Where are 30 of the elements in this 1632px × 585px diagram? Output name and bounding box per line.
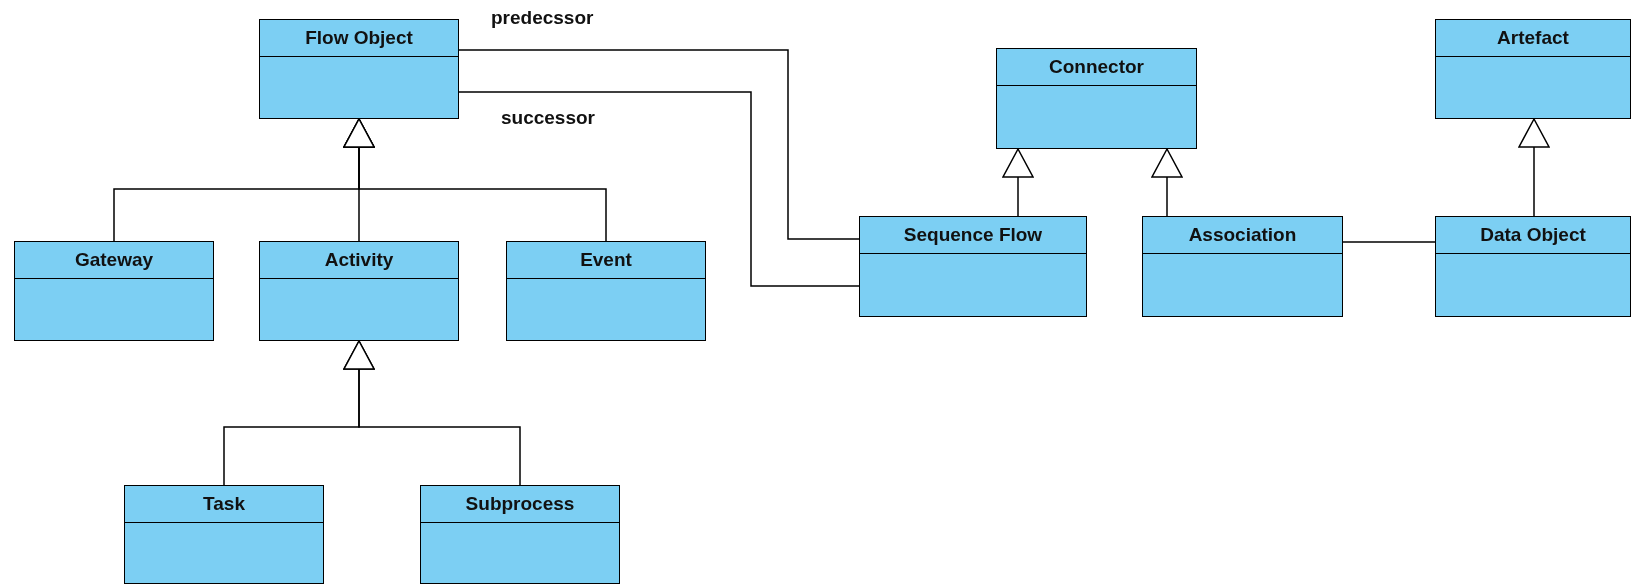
class-box bbox=[1142, 216, 1343, 317]
class-box bbox=[259, 241, 459, 341]
association-line bbox=[1342, 241, 1436, 243]
class-name: Artefact bbox=[1436, 20, 1630, 57]
class-box bbox=[506, 241, 706, 341]
class-box bbox=[124, 485, 324, 584]
class-name: Task bbox=[125, 486, 323, 523]
generalization-arrow bbox=[343, 340, 521, 486]
class-name: Data Object bbox=[1436, 217, 1630, 254]
class-box bbox=[259, 19, 459, 119]
class-name: Gateway bbox=[15, 242, 213, 279]
class-box bbox=[14, 241, 214, 341]
class-box bbox=[996, 48, 1197, 149]
generalization-arrow bbox=[1002, 148, 1034, 217]
association-line bbox=[458, 49, 860, 240]
class-box bbox=[859, 216, 1087, 317]
class-name: Sequence Flow bbox=[860, 217, 1086, 254]
association-line bbox=[458, 91, 860, 287]
class-box bbox=[420, 485, 620, 584]
class-name: Association bbox=[1143, 217, 1342, 254]
class-name: Flow Object bbox=[260, 20, 458, 57]
class-name: Connector bbox=[997, 49, 1196, 86]
class-name: Subprocess bbox=[421, 486, 619, 523]
generalization-arrow bbox=[1518, 118, 1550, 217]
class-box bbox=[1435, 216, 1631, 317]
class-name: Activity bbox=[260, 242, 458, 279]
class-name: Event bbox=[507, 242, 705, 279]
class-box bbox=[1435, 19, 1631, 119]
generalization-arrow bbox=[1151, 148, 1183, 217]
generalization-arrow bbox=[343, 118, 607, 242]
